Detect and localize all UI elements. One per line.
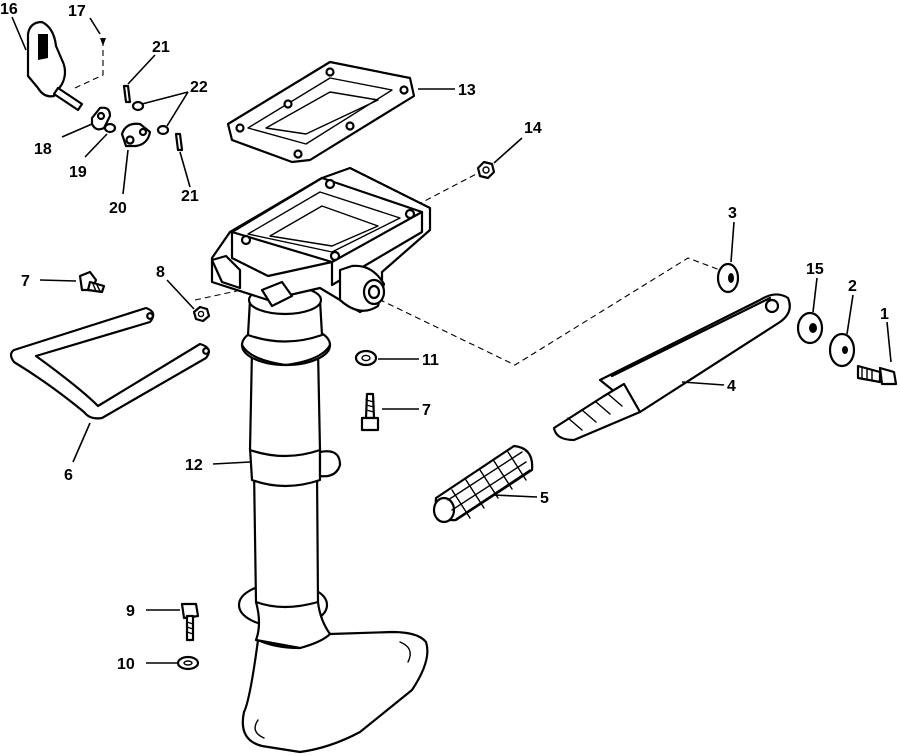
callout-7-lower: 7 [422, 402, 431, 419]
bolt-part-9 [180, 602, 200, 642]
grip-part-5 [432, 444, 534, 524]
callout-16: 16 [0, 1, 18, 18]
callout-11: 11 [422, 352, 439, 369]
callout-7-upper: 7 [21, 273, 30, 290]
callout-18: 18 [34, 141, 52, 158]
callout-6: 6 [64, 467, 73, 484]
screw-part-7-lower [360, 392, 380, 432]
callout-20: 20 [109, 200, 127, 217]
washer-part-10 [176, 655, 200, 671]
callout-10: 10 [117, 656, 135, 673]
callout-12: 12 [185, 457, 203, 474]
callout-14: 14 [524, 120, 542, 137]
washer-part-19 [103, 122, 117, 134]
callout-labels: 1 2 3 4 5 6 7 7 8 9 10 11 12 13 14 15 16… [0, 1, 889, 673]
washer-part-11 [354, 349, 378, 367]
callout-5: 5 [540, 490, 549, 507]
nut-part-14 [476, 160, 496, 180]
screw-part-17 [100, 38, 106, 46]
callout-19: 19 [69, 164, 87, 181]
callout-2: 2 [848, 278, 857, 295]
cotter-pin-part-21 [122, 84, 184, 152]
callout-21-lower: 21 [181, 188, 199, 205]
callout-21-upper: 21 [152, 39, 170, 56]
callout-13: 13 [458, 82, 476, 99]
gasket-part-13 [226, 60, 416, 164]
washer-part-15 [796, 311, 824, 345]
nut-part-8 [192, 305, 211, 323]
bracket-part-6 [9, 306, 210, 420]
callout-3: 3 [728, 205, 737, 222]
callout-9: 9 [126, 603, 135, 620]
adapter-plate [210, 166, 432, 314]
bolt-part-1 [856, 364, 898, 386]
callout-22: 22 [190, 79, 208, 96]
leader-lines [11, 16, 892, 664]
link-part-20 [120, 122, 152, 148]
tiller-arm-part-4 [552, 293, 791, 442]
link-part-18 [90, 106, 112, 131]
callout-1: 1 [880, 306, 889, 323]
screw-part-7-upper [78, 270, 106, 294]
callout-4: 4 [727, 378, 736, 395]
washer-part-2 [828, 332, 856, 368]
washer-part-22 [131, 100, 170, 136]
callout-8: 8 [156, 264, 165, 281]
throttle-cap-part-16 [26, 20, 84, 112]
washer-part-3 [716, 262, 740, 294]
callout-15: 15 [806, 261, 824, 278]
callout-17: 17 [68, 3, 86, 20]
exhaust-housing-part-12 [237, 284, 429, 754]
